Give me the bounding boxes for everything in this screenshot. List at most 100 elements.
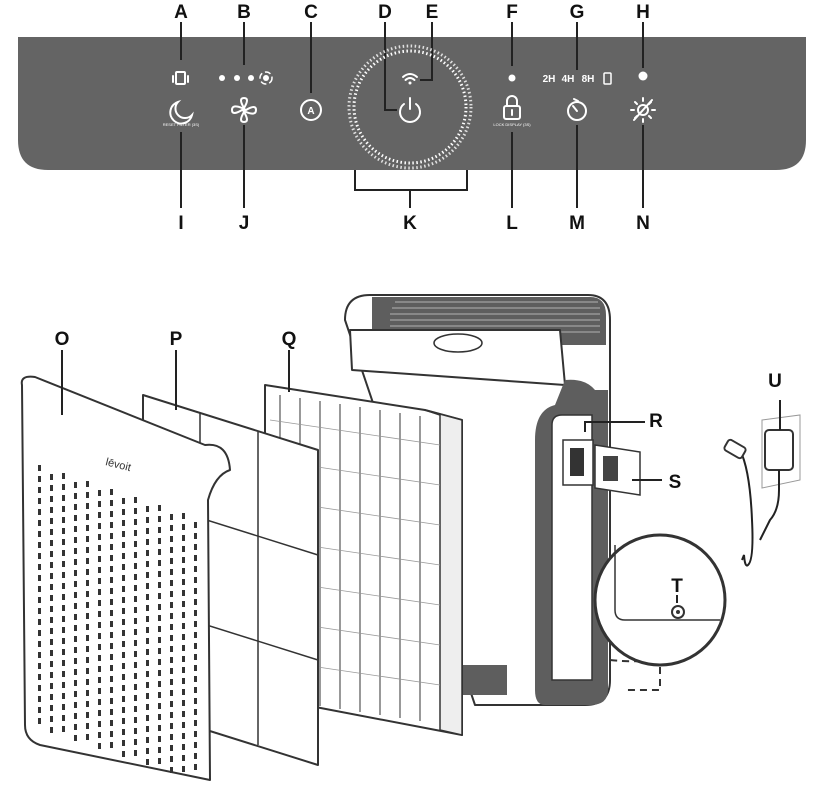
grille-hole [134, 497, 137, 503]
grille-hole [170, 569, 173, 575]
grille-hole [98, 622, 101, 628]
grille-hole [86, 580, 89, 586]
grille-hole [110, 676, 113, 682]
grille-hole [182, 700, 185, 706]
grille-hole [50, 529, 53, 535]
grille-hole [110, 687, 113, 693]
sleep-button[interactable]: RESET FILTER (3S) [163, 99, 200, 127]
power-port [671, 605, 685, 619]
grille-hole [182, 645, 185, 651]
reset-filter-text: RESET FILTER (3S) [163, 122, 200, 127]
fan-button[interactable] [230, 96, 258, 124]
grille-hole [194, 577, 197, 583]
grille-hole [158, 549, 161, 555]
grille-hole [86, 734, 89, 740]
grille-hole [170, 525, 173, 531]
grille-hole [86, 536, 89, 542]
grille-hole [182, 546, 185, 552]
grille-hole [146, 506, 149, 512]
grille-hole [62, 550, 65, 556]
grille-hole [62, 682, 65, 688]
grille-hole [86, 492, 89, 498]
grille-hole [146, 594, 149, 600]
grille-hole [194, 522, 197, 528]
grille-hole [182, 513, 185, 519]
grille-hole [38, 465, 41, 471]
grille-hole [158, 604, 161, 610]
grille-hole [98, 710, 101, 716]
power-adapter [723, 400, 801, 567]
grille-hole [146, 627, 149, 633]
grille-hole [86, 679, 89, 685]
grille-hole [122, 707, 125, 713]
grille-hole [182, 766, 185, 772]
grille-hole [158, 692, 161, 698]
grille-hole [122, 509, 125, 515]
grille-hole [38, 674, 41, 680]
grille-hole [182, 678, 185, 684]
grille-hole [170, 734, 173, 740]
grille-hole [182, 667, 185, 673]
display-off-button[interactable] [630, 97, 656, 123]
grille-hole [170, 690, 173, 696]
grille-hole [62, 473, 65, 479]
grille-hole [182, 612, 185, 618]
grille-hole [62, 605, 65, 611]
grille-hole [194, 555, 197, 561]
grille-hole [110, 599, 113, 605]
grille-hole [194, 621, 197, 627]
label-j: J [239, 213, 250, 234]
grille-hole [98, 688, 101, 694]
grille-hole [86, 547, 89, 553]
grille-hole [182, 656, 185, 662]
grille-hole [194, 764, 197, 770]
grille-hole [182, 535, 185, 541]
grille-hole [74, 735, 77, 741]
grille-hole [194, 709, 197, 715]
label-s: S [669, 472, 682, 493]
grille-hole [74, 537, 77, 543]
grille-hole [158, 714, 161, 720]
grille-hole [98, 589, 101, 595]
grille-hole [110, 489, 113, 495]
grille-hole [158, 703, 161, 709]
grille-hole [74, 625, 77, 631]
grille-hole [182, 711, 185, 717]
grille-hole [74, 581, 77, 587]
grille-hole [146, 693, 149, 699]
grille-hole [122, 619, 125, 625]
grille-hole [194, 753, 197, 759]
grille-hole [170, 624, 173, 630]
timer-button[interactable] [567, 98, 587, 121]
grille-hole [194, 544, 197, 550]
grille-hole [194, 720, 197, 726]
grille-hole [134, 629, 137, 635]
grille-hole [134, 607, 137, 613]
grille-hole [38, 641, 41, 647]
grille-hole [38, 564, 41, 570]
grille-hole [86, 646, 89, 652]
grille-hole [98, 600, 101, 606]
grille-hole [62, 704, 65, 710]
grille-hole [122, 641, 125, 647]
grille-hole [122, 652, 125, 658]
auto-mode-button[interactable]: A [300, 99, 322, 121]
label-d: D [378, 2, 392, 23]
grille-hole [170, 745, 173, 751]
grille-hole [98, 677, 101, 683]
grille-hole [182, 733, 185, 739]
grille-hole [110, 621, 113, 627]
grille-hole [146, 704, 149, 710]
grille-hole [170, 580, 173, 586]
grille-hole [38, 696, 41, 702]
power-button[interactable] [399, 97, 421, 123]
grille-hole [38, 707, 41, 713]
grille-hole [122, 498, 125, 504]
grille-hole [38, 520, 41, 526]
lock-display-button[interactable]: LOCK DISPLAY (3S) [493, 95, 531, 127]
grille-hole [194, 742, 197, 748]
grille-hole [158, 747, 161, 753]
grille-hole [50, 694, 53, 700]
grille-hole [74, 515, 77, 521]
grille-hole [122, 586, 125, 592]
